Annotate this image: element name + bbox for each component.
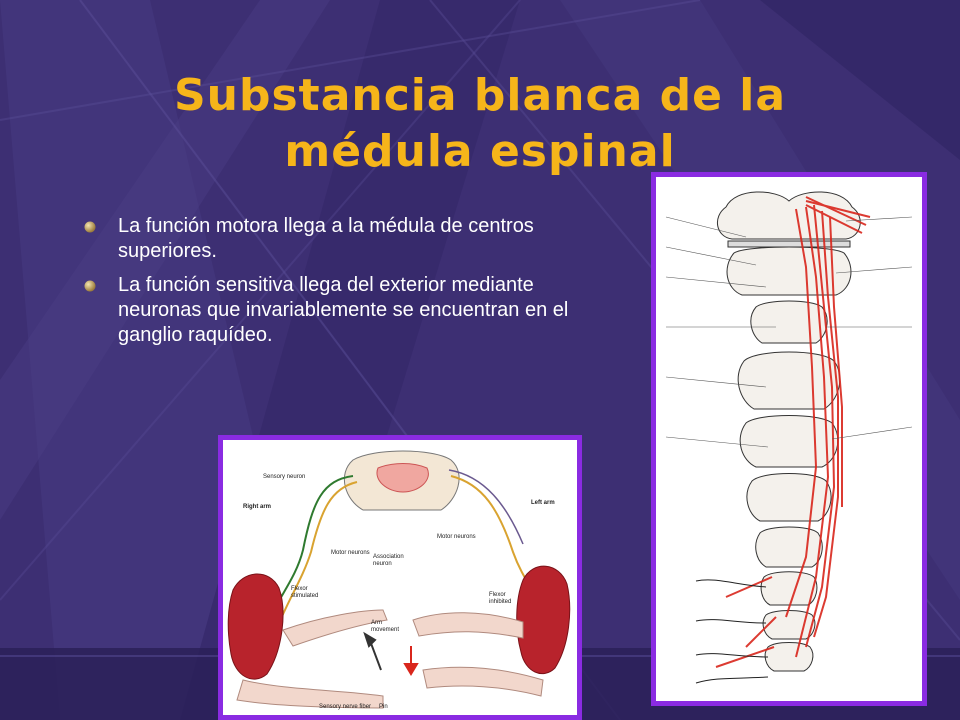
label-sensory-nerve-fiber: Sensory nerve fiber [319,704,372,710]
bullet-text: La función sensitiva llega del exterior … [118,274,569,346]
bullet-item: La función motora llega a la médula de c… [84,214,584,264]
label-flexor-inhibited: Flexor inhibited [489,592,512,605]
bullet-sphere-icon [84,221,96,233]
spinal-tracts-figure [651,172,927,706]
slide-title: Substancia blanca de la médula espinal [150,68,810,180]
bullet-list: La función motora llega a la médula de c… [84,214,584,357]
label-flexor-stimulated: Flexor stimulated [291,586,319,599]
title-line-2: médula espinal [284,126,676,177]
label-motor-neurons-left: Motor neurons [437,534,476,540]
label-sensory-neuron: Sensory neuron [263,474,306,480]
label-arm-movement: Arm movement [371,620,400,633]
label-pin: Pin [379,704,388,710]
reflex-arc-illustration [223,440,577,715]
spinal-tracts-illustration [656,177,922,701]
label-motor-neurons-right: Motor neurons [331,550,370,556]
label-right-arm: Right arm [243,504,272,510]
bullet-text: La función motora llega a la médula de c… [118,215,534,262]
label-left-arm: Left arm [531,500,555,506]
title-line-1: Substancia blanca de la [173,70,787,121]
reflex-arc-figure: Sensory neuron Right arm Left arm Motor … [218,435,582,720]
bullet-item: La función sensitiva llega del exterior … [84,273,584,348]
label-association-neuron: Association neuron [373,554,404,567]
bullet-sphere-icon [84,280,96,292]
